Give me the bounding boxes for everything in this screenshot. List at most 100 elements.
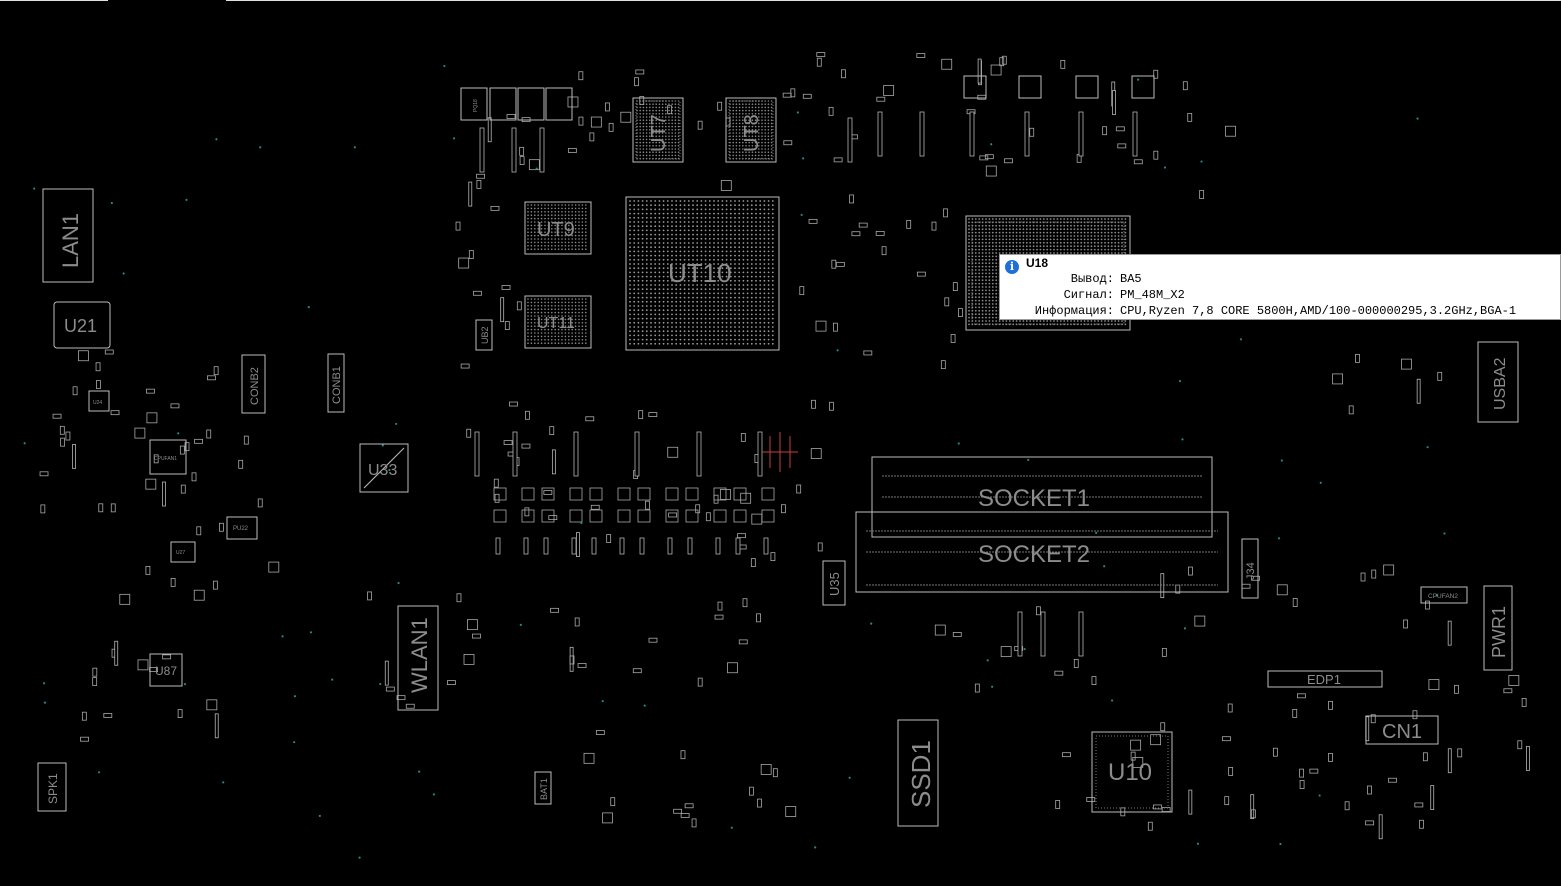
- bga-ball: [750, 338, 753, 341]
- bga-ball: [1124, 241, 1127, 244]
- bga-ball: [708, 313, 711, 316]
- bga-ball: [654, 225, 657, 228]
- bga-ball: [763, 279, 766, 282]
- bga-ball: [654, 313, 657, 316]
- bga-ball: [551, 248, 553, 250]
- bga-ball: [683, 242, 686, 244]
- passive-part: [680, 750, 686, 760]
- bga-ball: [713, 342, 715, 345]
- component-PU22[interactable]: PU22: [226, 516, 258, 540]
- bga-ball: [534, 214, 536, 216]
- bga-ball: [568, 301, 570, 304]
- bga-ball: [665, 157, 667, 160]
- component-CPUFAN2[interactable]: CPUFAN2: [1420, 586, 1468, 604]
- bga-ball: [530, 322, 533, 324]
- bga-ball: [679, 267, 682, 270]
- bga-ball: [629, 275, 631, 278]
- passive-part: [1297, 693, 1306, 699]
- bga-ball: [633, 204, 636, 207]
- bga-ball: [1117, 228, 1120, 231]
- passive-part: [509, 401, 518, 407]
- bga-ball: [742, 263, 745, 265]
- component-USBA2[interactable]: USBA2: [1477, 341, 1519, 423]
- component-SSD1[interactable]: SSD1: [897, 719, 939, 827]
- passive-part: [1182, 81, 1188, 91]
- bga-ball: [581, 342, 584, 345]
- bga-ball: [633, 309, 636, 312]
- component-U33[interactable]: U33: [359, 443, 409, 493]
- component-U35[interactable]: U35: [822, 560, 846, 606]
- component-LAN1[interactable]: LAN1: [42, 188, 94, 283]
- bga-ball: [708, 200, 711, 202]
- component-CONB2[interactable]: CONB2: [241, 354, 266, 414]
- bga-ball: [671, 212, 673, 215]
- bga-ball: [1110, 224, 1113, 227]
- component-CPUFAN1[interactable]: CPUFAN1: [149, 439, 187, 475]
- bga-ball: [717, 246, 720, 249]
- bga-ball: [679, 313, 682, 316]
- component-UB2[interactable]: UB2: [475, 319, 493, 351]
- component-BAT1[interactable]: BAT1: [534, 771, 552, 805]
- component-SOCKET1[interactable]: SOCKET1: [871, 456, 1213, 538]
- bga-ball: [750, 305, 753, 307]
- component-CN1[interactable]: CN1: [1365, 715, 1439, 745]
- bga-ball: [742, 321, 745, 324]
- bga-ball: [654, 300, 657, 303]
- bga-ball: [1073, 248, 1076, 251]
- bga-ball: [534, 328, 536, 331]
- component-U27[interactable]: U27: [170, 541, 196, 563]
- bga-ball: [534, 315, 536, 317]
- connector-pin-row: [1447, 620, 1452, 646]
- bga-ball: [677, 138, 680, 141]
- component-U10[interactable]: U10: [1091, 731, 1173, 813]
- bga-ball: [633, 237, 636, 240]
- bga-ball: [534, 301, 536, 304]
- bga-ball: [645, 334, 648, 337]
- bga-ball: [704, 334, 707, 337]
- component-U21[interactable]: U21: [53, 301, 111, 349]
- bga-ball: [721, 309, 724, 312]
- bga-ball: [675, 284, 678, 286]
- bga-ball: [683, 254, 686, 257]
- bga-ball: [1002, 218, 1004, 220]
- bga-ball: [658, 237, 661, 240]
- bga-ball: [679, 229, 682, 232]
- bga-ball: [1002, 235, 1004, 237]
- via: [1279, 842, 1282, 846]
- bga-ball: [1076, 252, 1079, 254]
- component-SPK1[interactable]: SPK1: [37, 762, 67, 812]
- bga-ball: [721, 334, 724, 337]
- bga-ball: [738, 300, 741, 303]
- passive-part: [506, 114, 516, 119]
- bga-ball: [968, 265, 970, 268]
- bga-ball: [1090, 228, 1093, 231]
- bga-ball: [668, 106, 670, 109]
- bga-ball: [1059, 245, 1062, 248]
- component-J34[interactable]: J34: [1241, 538, 1259, 599]
- bga-ball: [1121, 241, 1123, 244]
- component-SOCKET2[interactable]: SOCKET2: [855, 511, 1229, 593]
- passive-part: [219, 522, 224, 532]
- bga-ball: [748, 100, 750, 102]
- bga-ball: [534, 342, 536, 345]
- bga-ball: [679, 275, 682, 278]
- component-PQ18[interactable]: PQ18: [460, 87, 488, 121]
- component-PWR1[interactable]: PWR1: [1483, 585, 1513, 671]
- bga-ball: [1114, 245, 1117, 248]
- component-U24[interactable]: U24: [88, 390, 110, 412]
- via: [1110, 699, 1114, 702]
- bga-ball: [754, 109, 757, 112]
- passive-part: [1367, 785, 1372, 795]
- via: [23, 442, 26, 445]
- component-EDP1[interactable]: EDP1: [1267, 670, 1383, 688]
- passive-part: [829, 401, 834, 411]
- bga-ball: [687, 263, 690, 265]
- component-WLAN1[interactable]: WLAN1: [397, 605, 439, 711]
- bga-ball: [974, 282, 977, 285]
- bga-ball: [968, 235, 970, 237]
- bga-ball: [770, 113, 773, 115]
- component-CONB1[interactable]: CONB1: [327, 353, 345, 413]
- bga-ball: [750, 317, 753, 320]
- bga-ball: [666, 284, 669, 286]
